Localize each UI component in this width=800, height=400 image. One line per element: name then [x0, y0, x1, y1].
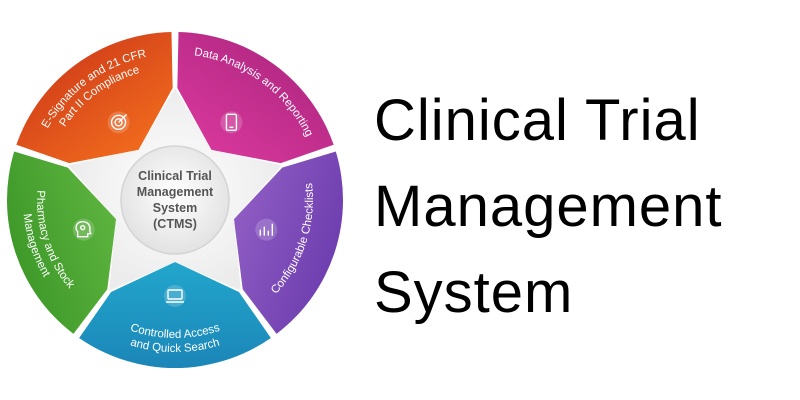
segment-pharmacy [7, 151, 117, 334]
target-icon [107, 111, 130, 134]
headline-line-1: Clinical Trial [374, 88, 701, 153]
chart-hand-icon [255, 218, 278, 241]
laptop-icon [164, 285, 186, 307]
head-bulb-icon [72, 218, 95, 241]
center-title: Clinical Trial Management System (CTMS) [137, 169, 214, 231]
segment-checklists [233, 151, 343, 334]
segment-data-analysis [177, 32, 334, 164]
center-title-line-1: Clinical Trial [138, 169, 212, 183]
segment-access [79, 262, 271, 368]
segment-label-access-2: and Quick Search [129, 337, 221, 356]
center-hub [120, 145, 230, 255]
headline-title: Clinical Trial Management System [374, 78, 794, 336]
headline-line-2: Management [374, 174, 723, 239]
segment-esignature [16, 32, 173, 164]
tablet-icon [220, 111, 243, 134]
center-title-line-3: System [153, 201, 197, 215]
center-title-line-4: (CTMS) [153, 217, 197, 231]
ctms-wheel-diagram: Clinical Trial Management System (CTMS) … [7, 32, 343, 368]
headline-line-3: System [374, 260, 574, 325]
center-title-line-2: Management [137, 185, 214, 199]
